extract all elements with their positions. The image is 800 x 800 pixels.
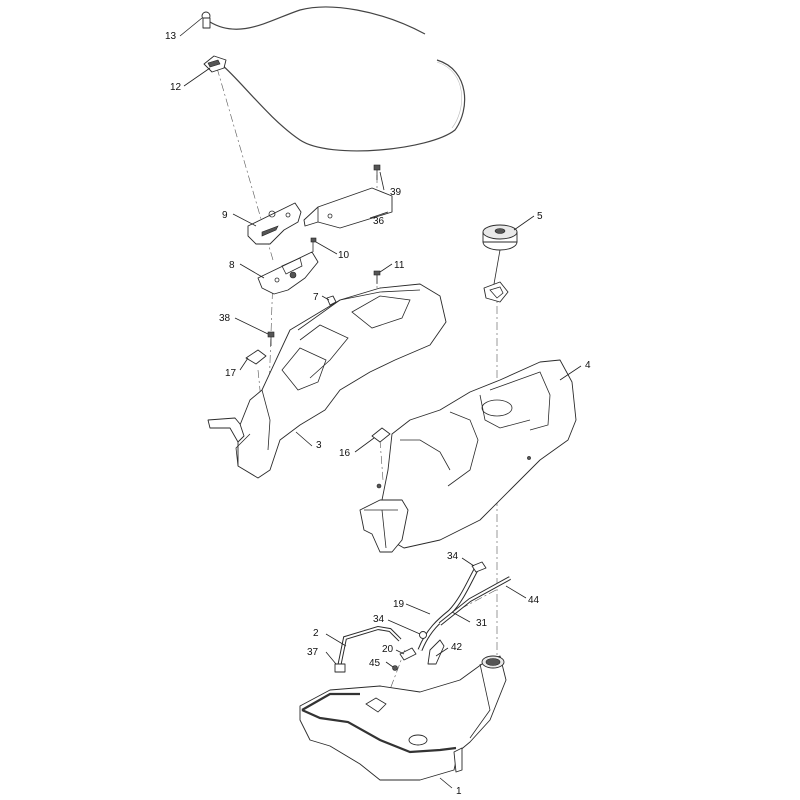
fitting-34-lower [419, 631, 427, 639]
leader-lines [179, 17, 582, 789]
bracket-plate-9 [247, 202, 302, 245]
callout-36: 36 [373, 216, 385, 227]
callout-44: 44 [528, 595, 540, 606]
callout-11: 11 [394, 260, 405, 271]
throttle-cable [201, 6, 466, 152]
fuel-line-19 [417, 564, 481, 651]
callout-labels: 13 12 9 8 10 11 7 38 17 3 16 4 5 39 36 3… [165, 31, 591, 797]
screw-38 [267, 331, 275, 346]
fitting-45 [392, 665, 398, 671]
callout-4: 4 [585, 360, 591, 371]
callout-9: 9 [222, 210, 228, 221]
callout-7: 7 [313, 292, 319, 303]
connector-20 [399, 647, 417, 661]
callout-8: 8 [229, 260, 235, 271]
callout-31: 31 [476, 618, 488, 629]
cap-tether-ring [483, 281, 509, 303]
fitting-34-upper [471, 561, 487, 573]
callout-38: 38 [219, 313, 231, 324]
callout-19: 19 [393, 599, 405, 610]
callout-42: 42 [451, 642, 463, 653]
callout-12: 12 [170, 82, 182, 93]
chassis-body-3 [207, 283, 447, 479]
bracket-plate-8 [257, 251, 319, 295]
callout-45: 45 [369, 658, 381, 669]
callout-34-lower: 34 [373, 614, 385, 625]
screw-10 [310, 237, 317, 252]
screw-39 [373, 164, 381, 180]
cap-17 [245, 349, 267, 365]
callout-1: 1 [456, 786, 462, 797]
callout-37: 37 [307, 647, 319, 658]
fuel-cap-5 [482, 224, 518, 285]
tank-shroud-4 [359, 359, 577, 553]
screw-11 [373, 270, 381, 284]
callout-13: 13 [165, 31, 177, 42]
callout-5: 5 [537, 211, 543, 222]
callout-17: 17 [225, 368, 237, 379]
callout-39: 39 [390, 187, 402, 198]
cap-16 [371, 427, 391, 443]
callout-2: 2 [313, 628, 319, 639]
callout-10: 10 [338, 250, 350, 261]
callout-3: 3 [316, 440, 322, 451]
support-rod-2 [336, 625, 402, 673]
callout-34-upper: 34 [447, 551, 459, 562]
callout-20: 20 [382, 644, 394, 655]
callout-16: 16 [339, 448, 351, 459]
clip-37 [334, 663, 346, 673]
fuel-tank-base-1 [299, 655, 507, 781]
clamp-42 [427, 639, 445, 665]
fuel-line-44 [438, 576, 511, 626]
